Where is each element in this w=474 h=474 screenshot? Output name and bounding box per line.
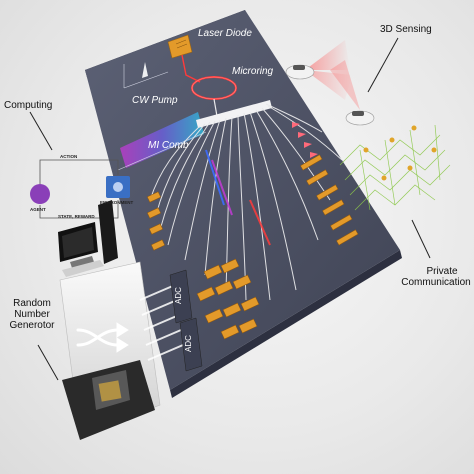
private-line-1: Private	[426, 266, 458, 277]
state-reward-label: STATE, REWARD	[58, 214, 95, 219]
adc-block-2	[179, 317, 203, 372]
mzi-mesh-right	[300, 154, 359, 246]
adc-label-1: ADC	[173, 287, 183, 304]
rng-line-3: Generotor	[9, 320, 55, 331]
cw-pump-label: CW Pump	[132, 95, 178, 106]
cw-pump-spectrum	[123, 62, 169, 89]
car-icon-2	[345, 110, 375, 126]
adc-label-2: ADC	[183, 335, 193, 352]
agent-icon	[30, 184, 50, 204]
laser-diode-component	[167, 34, 193, 59]
private-line-2: Communication	[401, 277, 471, 288]
computing-loop	[30, 159, 130, 219]
computing-label: Computing	[4, 100, 53, 111]
rng-module	[59, 261, 161, 440]
modulator-array-left	[146, 191, 166, 251]
private-communication-label: Private Communication	[401, 266, 472, 288]
output-emitters	[292, 122, 318, 158]
modulator-array-bottom	[196, 258, 260, 340]
light-rays	[139, 284, 184, 361]
rng-line-1: Random	[13, 298, 51, 309]
rng-line-2: Number	[14, 309, 50, 320]
agent-label: AGENT	[30, 207, 46, 212]
adc-block-1	[169, 269, 193, 324]
rng-pointer	[37, 344, 59, 381]
blue-signal	[205, 149, 225, 206]
pump-waveguide	[181, 54, 201, 83]
chip-bottom-edge	[170, 250, 402, 398]
environment-label: ENVIRONMENT	[100, 200, 134, 205]
key-icons	[363, 125, 437, 181]
sensing-label: 3D Sensing	[380, 24, 432, 35]
mi-comb-label: MI Comb	[148, 140, 189, 151]
laser-diode-label: Laser Diode	[198, 28, 252, 39]
shuffle-icon	[76, 322, 129, 353]
waveguide-array	[149, 103, 343, 301]
computer-workstation	[58, 200, 118, 277]
microring-label: Microring	[232, 66, 274, 77]
car-icon-1	[285, 64, 315, 80]
rng-label: Random Number Generotor	[4, 298, 60, 331]
lidar-beams	[305, 40, 360, 110]
sensing-pointer	[367, 37, 399, 93]
red-signal	[249, 199, 271, 246]
photonic-chip	[85, 10, 400, 390]
computing-pointer	[29, 111, 53, 151]
private-pointer	[411, 219, 431, 259]
purple-signal	[211, 159, 233, 216]
action-label: ACTION	[60, 154, 78, 159]
mi-comb-spectrum	[117, 112, 207, 171]
green-signal-mesh	[339, 124, 451, 211]
